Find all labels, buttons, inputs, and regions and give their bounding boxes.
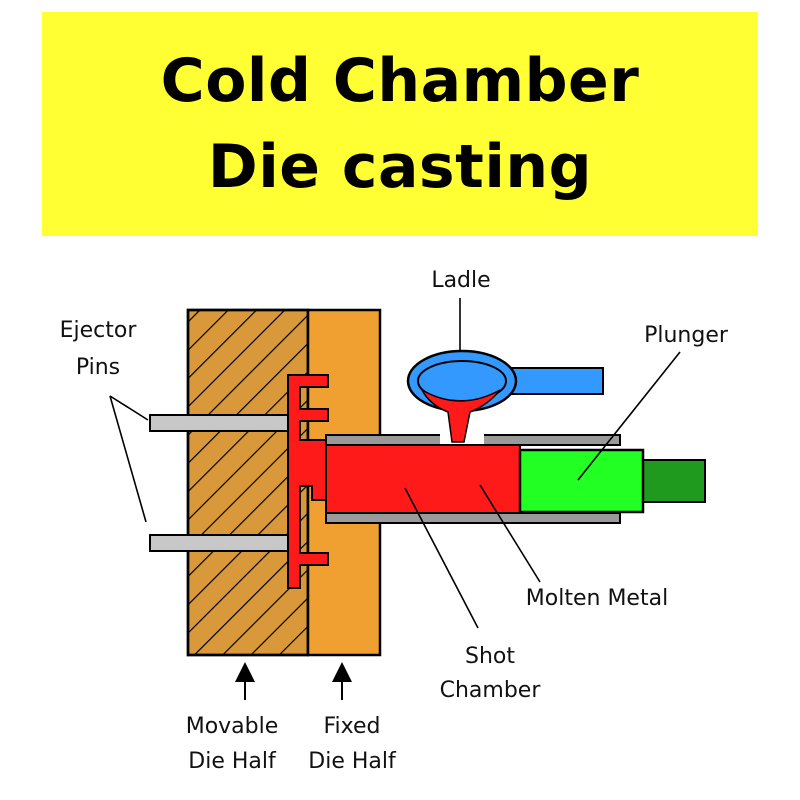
plunger — [518, 448, 645, 514]
label-ejector-line-1: Ejector — [60, 318, 138, 343]
label-movable-line-1: Movable — [186, 714, 279, 739]
label-shot-line-2: Chamber — [440, 678, 542, 703]
label-molten-metal: Molten Metal — [526, 586, 668, 611]
label-fixed-line-2: Die Half — [308, 749, 397, 774]
shot-chamber-bottom-wall — [325, 512, 621, 524]
leader-ejector-upper — [109, 395, 149, 421]
label-ladle: Ladle — [431, 268, 490, 293]
leader-molten-metal — [479, 484, 541, 583]
label-fixed-line-1: Fixed — [323, 714, 380, 739]
title-line-1: Cold Chamber — [160, 46, 640, 116]
label-plunger: Plunger — [644, 323, 729, 348]
ejector-pin-lower — [149, 534, 289, 552]
label-ejector-line-2: Pins — [76, 355, 120, 380]
pour-stream — [420, 388, 501, 443]
label-shot-line-1: Shot — [465, 644, 515, 669]
leader-shot-chamber — [404, 487, 479, 629]
label-movable-line-2: Die Half — [188, 749, 277, 774]
ejector-pin-upper — [149, 414, 289, 432]
leader-plunger — [577, 351, 681, 481]
plunger-rod — [642, 459, 706, 503]
leader-ejector-lower — [109, 395, 147, 523]
title-line-2: Die casting — [207, 132, 593, 202]
title-banner: Cold Chamber Die casting — [42, 12, 758, 236]
molten-metal-chamber — [325, 444, 521, 514]
